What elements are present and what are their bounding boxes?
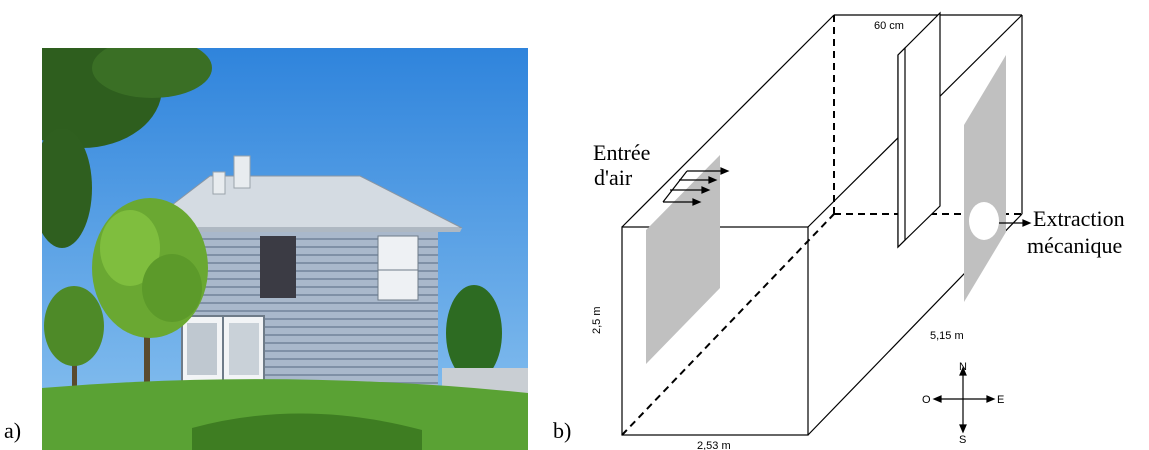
hidden-edge-floor bbox=[621, 213, 835, 436]
length-dimension: 5,15 m bbox=[930, 330, 964, 342]
air-inlet-label-line1: Entrée bbox=[593, 140, 650, 165]
compass bbox=[932, 366, 996, 434]
extraction-label-line1: Extraction bbox=[1033, 206, 1125, 231]
house-illustration bbox=[42, 48, 528, 450]
extraction-arrow bbox=[999, 219, 1032, 227]
air-inlet-arrows bbox=[662, 167, 730, 206]
upper-window-right bbox=[377, 235, 419, 301]
window-left bbox=[646, 155, 720, 364]
height-dimension: 2,5 m bbox=[591, 306, 603, 334]
partition-panel bbox=[897, 11, 941, 249]
extraction-label-line2: mécanique bbox=[1027, 233, 1122, 258]
tree-trunk bbox=[144, 288, 150, 448]
air-inlet-label-line2: d'air bbox=[594, 165, 633, 190]
panel-a-label: a) bbox=[4, 418, 22, 443]
compass-north: N bbox=[959, 361, 967, 373]
width-dimension: 2,53 m bbox=[697, 440, 731, 450]
extraction-opening bbox=[969, 202, 999, 240]
panel-b-label: b) bbox=[553, 418, 572, 443]
chimney bbox=[233, 155, 251, 189]
window-right bbox=[964, 55, 1006, 302]
compass-east: E bbox=[997, 394, 1004, 406]
compass-west: O bbox=[922, 394, 931, 406]
partition-width-label: 60 cm bbox=[874, 20, 904, 32]
front-face bbox=[621, 226, 809, 436]
house-photo bbox=[42, 48, 528, 450]
upper-window-left bbox=[260, 236, 296, 298]
compass-south: S bbox=[959, 434, 966, 446]
